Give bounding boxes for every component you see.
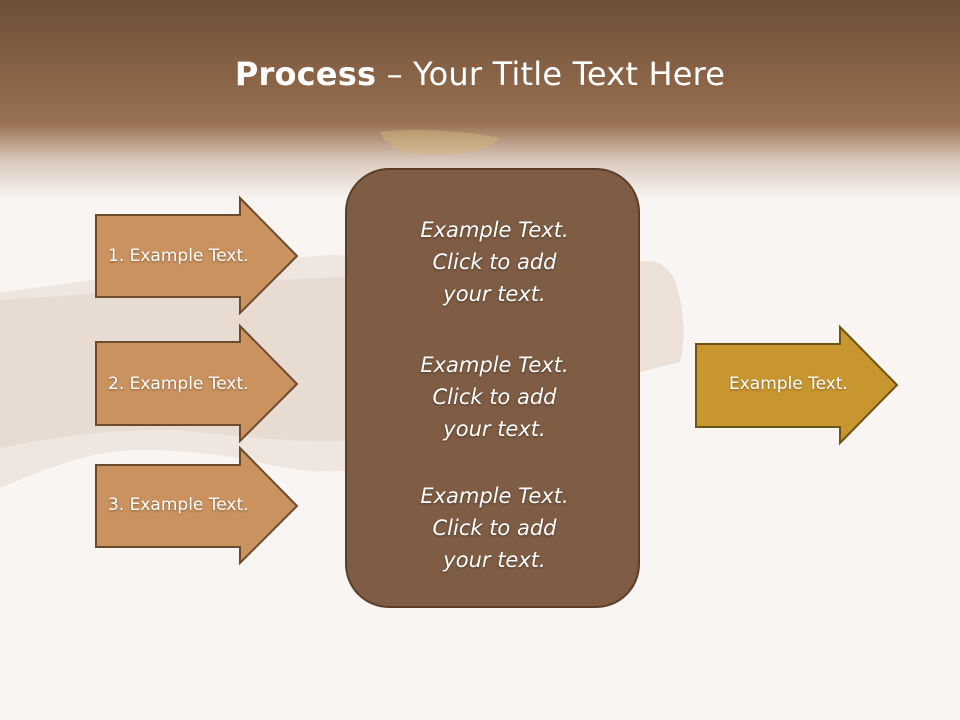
title-rest: – Your Title Text Here (376, 55, 726, 93)
input-arrow-3 (95, 445, 299, 566)
output-arrow-label: Example Text. (729, 374, 848, 394)
slide-title: Process – Your Title Text Here (0, 52, 960, 96)
title-bold: Process (234, 55, 377, 93)
input-arrow-2 (95, 323, 299, 444)
input-arrow-1-label: 1. Example Text. (108, 246, 249, 266)
center-text-block-3: Example Text. Click to add your text. (347, 480, 642, 576)
center-text-line: your text. (443, 282, 546, 306)
center-text-line: Click to add (432, 385, 557, 409)
center-text-line: Example Text. (420, 353, 569, 377)
input-arrow-3-label: 3. Example Text. (108, 495, 249, 515)
center-process-box: Example Text. Click to add your text. Ex… (345, 168, 640, 608)
input-arrow-1 (95, 195, 299, 316)
center-text-line: your text. (443, 417, 546, 441)
center-text-block-2: Example Text. Click to add your text. (347, 349, 642, 445)
center-text-line: Click to add (432, 516, 557, 540)
center-text-line: your text. (443, 548, 546, 572)
header-band (0, 0, 960, 200)
input-arrow-2-label: 2. Example Text. (108, 374, 249, 394)
center-text-line: Click to add (432, 250, 557, 274)
center-text-block-1: Example Text. Click to add your text. (347, 214, 642, 310)
output-arrow (695, 324, 899, 446)
center-text-line: Example Text. (420, 484, 569, 508)
center-text-line: Example Text. (420, 218, 569, 242)
